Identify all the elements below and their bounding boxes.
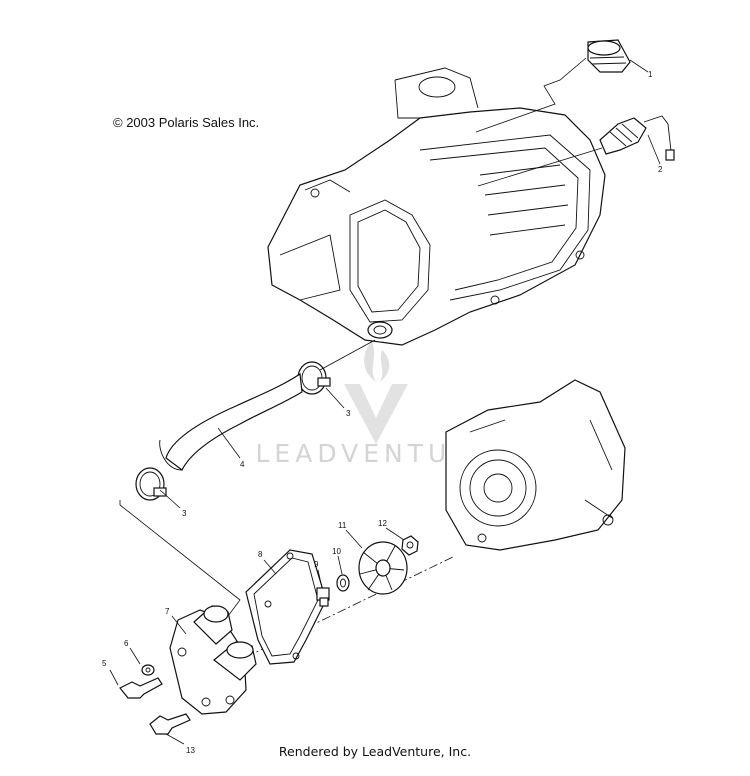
- callout-5: 5: [102, 659, 107, 668]
- part-12-nut: [401, 535, 419, 556]
- leader-lines: [109, 57, 661, 745]
- callout-4: 4: [240, 460, 245, 469]
- part-1-thermostat-cap: [587, 39, 631, 73]
- rendered-by-footer: Rendered by LeadVenture, Inc.: [278, 744, 472, 759]
- part-8-gasket: [245, 549, 327, 665]
- part-13-bolt: [149, 713, 191, 735]
- copyright-notice: © 2003 Polaris Sales Inc.: [113, 115, 260, 130]
- part-3-lower-hose-clamp: [135, 467, 167, 501]
- cylinder-head: [267, 67, 606, 346]
- callout-1: 1: [648, 70, 653, 79]
- part-9-plug: [316, 587, 330, 607]
- callout-11: 11: [338, 521, 347, 530]
- callout-8: 8: [258, 550, 263, 559]
- part-2-temp-sensor: [599, 115, 675, 161]
- callout-3-upper: 3: [346, 409, 351, 418]
- callout-labels: 1 2 3 3 4 5 6 7 8 9 10 11 12 13: [102, 70, 663, 755]
- watermark-flame-icon: [364, 340, 390, 382]
- callout-3-lower: 3: [182, 509, 187, 518]
- callout-9: 9: [314, 560, 319, 569]
- part-7-water-pump-cover: [169, 605, 257, 715]
- part-4-coolant-hose: [159, 372, 303, 471]
- callout-13: 13: [186, 746, 195, 755]
- part-5-bolt: [119, 677, 163, 699]
- callout-7: 7: [165, 607, 170, 616]
- part-6-washer: [141, 664, 155, 676]
- callout-2: 2: [658, 165, 663, 174]
- part-10-washer: [336, 574, 350, 592]
- part-11-impeller: [358, 541, 408, 595]
- part-3-upper-hose-clamp: [297, 361, 331, 395]
- watermark-v-icon: [344, 384, 408, 444]
- callout-6: 6: [124, 639, 129, 648]
- callout-10: 10: [332, 547, 341, 556]
- callout-12: 12: [378, 519, 387, 528]
- crankcase: [445, 379, 626, 551]
